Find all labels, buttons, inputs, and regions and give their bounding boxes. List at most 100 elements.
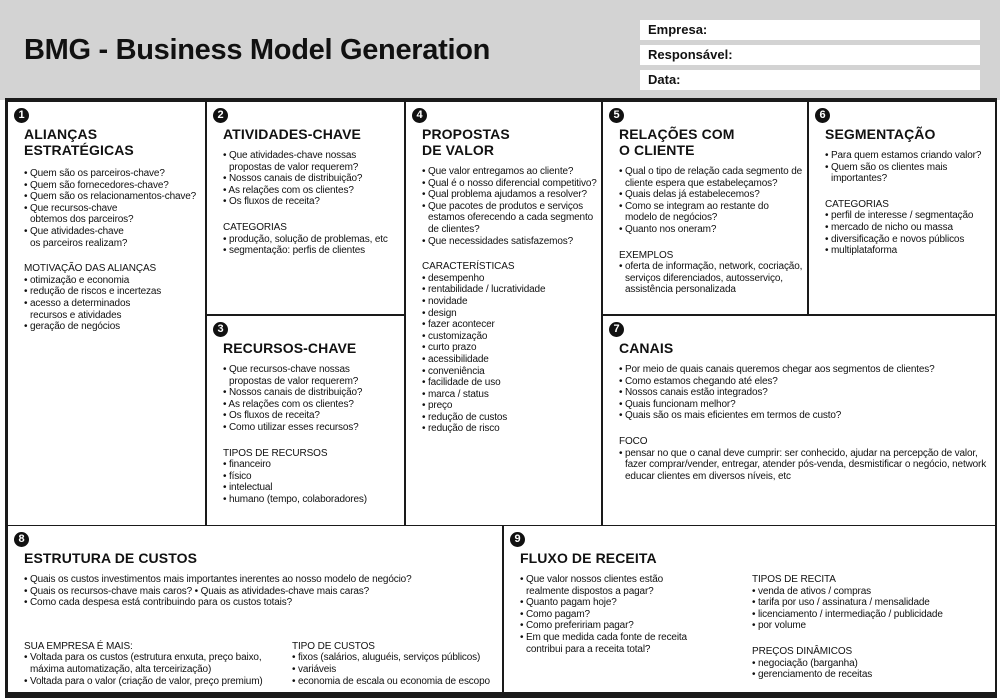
content-row: • Que valor entregamos ao cliente?• Qual… xyxy=(422,166,601,449)
list-item: contribui para a receita total? xyxy=(526,643,651,655)
list-item: • Quais são os mais eficientes em termos… xyxy=(619,410,842,422)
list-item: • multiplataforma xyxy=(825,245,898,257)
list-item: • venda de ativos / compras xyxy=(752,585,871,597)
list-item: • humano (tempo, colaboradores) xyxy=(223,493,367,505)
content-column: • Quem são os parceiros-chave?• Quem são… xyxy=(24,168,196,347)
text-group: TIPOS DE RECITA• venda de ativos / compr… xyxy=(752,574,943,632)
number-badge: 3 xyxy=(213,322,228,337)
list-item: recursos e atividades xyxy=(30,309,122,321)
data-field[interactable]: Data: xyxy=(640,70,980,90)
list-item: assistência personalizada xyxy=(625,284,736,296)
text-group: TIPOS DE RECURSOS• financeiro• físico• i… xyxy=(223,448,367,506)
list-item: • Os fluxos de receita? xyxy=(223,196,320,208)
list-item: propostas de valor requerem? xyxy=(229,375,359,387)
text-group: CATEGORIAS• perfil de interesse / segmen… xyxy=(825,199,981,257)
block-content: • Quem são os parceiros-chave?• Quem são… xyxy=(24,168,205,347)
list-item: • novidade xyxy=(422,295,468,307)
list-item: • Como prefeririam pagar? xyxy=(520,620,634,632)
block-content: • Quais os custos investimentos mais imp… xyxy=(24,574,502,692)
list-item: os parceiros realizam? xyxy=(30,237,128,249)
list-item: educar clientes em diversos níveis, etc xyxy=(625,470,791,482)
list-item: • Como cada despesa está contribuindo pa… xyxy=(24,597,292,609)
list-item: • Quanto pagam hoje? xyxy=(520,597,617,609)
list-item: • negociação (barganha) xyxy=(752,657,858,669)
text-group: • Quais os custos investimentos mais imp… xyxy=(24,574,412,609)
content-column: TIPOS DE RECITA• venda de ativos / compr… xyxy=(752,574,943,692)
group-heading: EXEMPLOS xyxy=(619,249,674,261)
list-item: • perfil de interesse / segmentação xyxy=(825,210,974,222)
list-item: • Qual é o nosso diferencial competitivo… xyxy=(422,177,597,189)
group-heading: TIPOS DE RECURSOS xyxy=(223,447,328,459)
list-item: • Que atividades-chave nossas xyxy=(223,150,357,161)
number-badge: 9 xyxy=(510,532,525,547)
list-item: • preço xyxy=(422,400,453,412)
list-item: • por volume xyxy=(752,620,806,632)
list-item: serviços diferenciados, autosserviço, xyxy=(625,272,783,284)
number-badge: 5 xyxy=(609,108,624,123)
list-item: • customização xyxy=(422,330,488,342)
list-item: • Que recursos-chave nossas xyxy=(223,364,350,375)
responsavel-field[interactable]: Responsável: xyxy=(640,45,980,65)
list-item: • facilidade de uso xyxy=(422,377,501,389)
content-row: • Quais os custos investimentos mais imp… xyxy=(24,574,502,623)
list-item: • Para quem estamos criando valor? xyxy=(825,150,982,161)
group-heading: CATEGORIAS xyxy=(223,221,287,233)
list-item: • As relações com os clientes? xyxy=(223,184,354,196)
list-item: • Nossos canais estão integrados? xyxy=(619,387,768,399)
content-column: • Que valor entregamos ao cliente?• Qual… xyxy=(422,166,597,449)
list-item: • Voltada para os custos (estrutura enxu… xyxy=(24,652,262,664)
block-title: CANAIS xyxy=(619,340,995,356)
list-item: • Como estamos chegando até eles? xyxy=(619,375,778,387)
text-group: SUA EMPRESA É MAIS:• Voltada para os cus… xyxy=(24,641,292,687)
number-badge: 7 xyxy=(609,322,624,337)
list-item: • fixos (salários, aluguéis, serviços pú… xyxy=(292,652,481,664)
list-item: • Como pagam? xyxy=(520,608,590,620)
block-content: • Por meio de quais canais queremos cheg… xyxy=(619,364,995,496)
list-item: • físico xyxy=(223,470,252,482)
list-item: • rentabilidade / lucratividade xyxy=(422,284,546,296)
list-item: • Quem são os clientes mais xyxy=(825,161,948,173)
block-title-line: PROPOSTAS xyxy=(422,126,510,142)
list-item: • oferta de informação, network, cocriaç… xyxy=(619,261,803,273)
empresa-field[interactable]: Empresa: xyxy=(640,20,980,40)
list-item: • financeiro xyxy=(223,459,271,471)
number-badge: 2 xyxy=(213,108,228,123)
list-item: • segmentação: perfis de clientes xyxy=(223,245,365,257)
list-item: modelo de negócios? xyxy=(625,212,718,224)
group-heading: CATEGORIAS xyxy=(825,198,889,210)
list-item: • geração de negócios xyxy=(24,321,120,333)
block-title: SEGMENTAÇÃO xyxy=(825,126,995,142)
list-item: • otimização e economia xyxy=(24,274,130,286)
list-item: • Como utilizar esses recursos? xyxy=(223,421,359,433)
list-item: • conveniência xyxy=(422,365,485,377)
list-item: • design xyxy=(422,307,457,319)
block-title-line: FLUXO DE RECEITA xyxy=(520,550,657,566)
text-group: TIPO DE CUSTOS• fixos (salários, aluguéi… xyxy=(292,641,490,687)
number-badge: 6 xyxy=(815,108,830,123)
list-item: • Os fluxos de receita? xyxy=(223,410,320,422)
content-column: SUA EMPRESA É MAIS:• Voltada para os cus… xyxy=(24,641,292,692)
number-badge: 1 xyxy=(14,108,29,123)
block-title-line: RELAÇÕES COM xyxy=(619,126,735,142)
text-group: PREÇOS DINÂMICOS• negociação (barganha)•… xyxy=(752,646,943,681)
list-item: • Nossos canais de distribuição? xyxy=(223,387,363,399)
list-item: • Em que medida cada fonte de receita xyxy=(520,631,687,643)
list-item: • fazer acontecer xyxy=(422,319,495,331)
block-title-line: ESTRUTURA DE CUSTOS xyxy=(24,550,198,566)
block-title-line: ATIVIDADES-CHAVE xyxy=(223,126,361,142)
list-item: • Quanto nos oneram? xyxy=(619,223,717,235)
content-column: TIPO DE CUSTOS• fixos (salários, aluguéi… xyxy=(292,641,490,692)
list-item: • redução de custos xyxy=(422,411,508,423)
group-heading: FOCO xyxy=(619,435,648,447)
list-item: • Que atividades-chave xyxy=(24,225,124,237)
list-item: • Que pacotes de produtos e serviços xyxy=(422,200,583,212)
